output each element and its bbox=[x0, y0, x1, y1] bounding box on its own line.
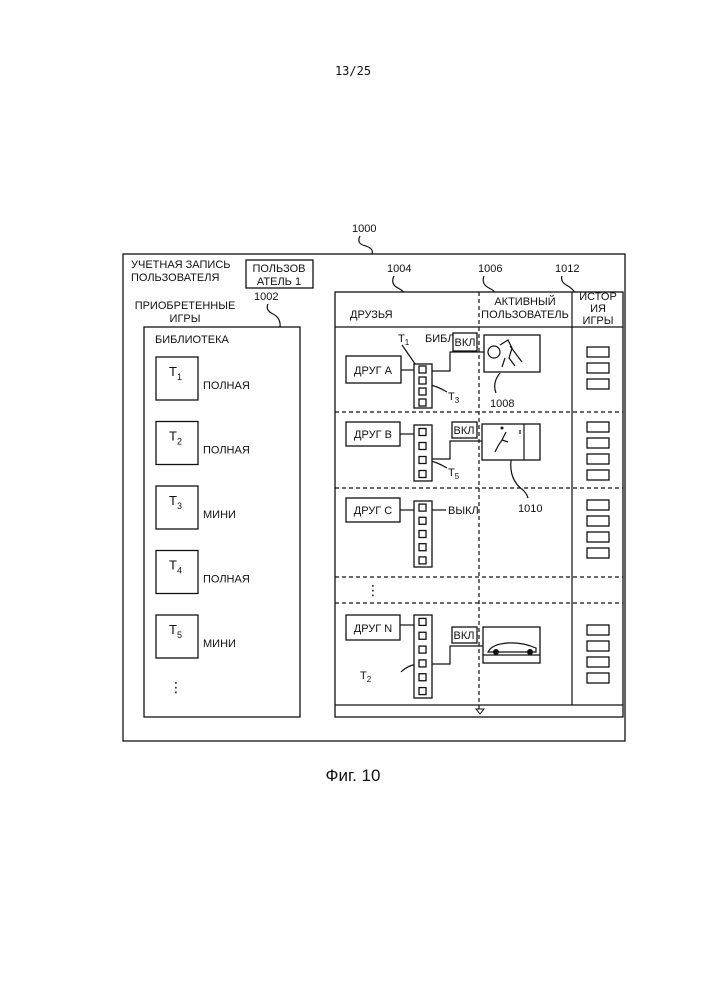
library-slot[interactable] bbox=[419, 557, 426, 564]
ref-1004: 1004 bbox=[387, 263, 411, 275]
col-history-1: ИСТОР bbox=[579, 291, 617, 303]
history-entry[interactable] bbox=[587, 470, 609, 480]
page-number: 13/25 bbox=[335, 64, 371, 78]
leader-1000 bbox=[359, 236, 373, 254]
game-image-basketball bbox=[482, 424, 540, 460]
library-slot[interactable] bbox=[419, 632, 426, 639]
library-slot[interactable] bbox=[419, 618, 426, 625]
friend-library-strip bbox=[414, 501, 432, 567]
history-entry[interactable] bbox=[587, 657, 609, 667]
library-slot[interactable] bbox=[419, 688, 426, 695]
library-slot[interactable] bbox=[419, 457, 426, 464]
library-slot[interactable] bbox=[419, 674, 426, 681]
user-label-2: АТЕЛЬ 1 bbox=[257, 276, 301, 288]
status-b: ВКЛ bbox=[454, 425, 475, 437]
library-slot[interactable] bbox=[419, 388, 426, 395]
history-entry[interactable] bbox=[587, 438, 609, 448]
history-entry[interactable] bbox=[587, 625, 609, 635]
user-label-1: ПОЛЬЗОВ bbox=[252, 263, 305, 275]
col-history-3: ИГРЫ bbox=[583, 315, 614, 327]
library-slot[interactable] bbox=[419, 646, 426, 653]
tile-type: МИНИ bbox=[203, 509, 236, 521]
ref-1006: 1006 bbox=[478, 263, 502, 275]
status-n: ВКЛ bbox=[454, 630, 475, 642]
history-entry[interactable] bbox=[587, 379, 609, 389]
tile-type: МИНИ bbox=[203, 638, 236, 650]
library-more: ⋮ bbox=[169, 679, 183, 695]
purchased-title-2: ИГРЫ bbox=[170, 313, 201, 325]
ref-1000: 1000 bbox=[352, 223, 376, 235]
friend-a-name: ДРУГ А bbox=[354, 365, 393, 377]
account-label-1: УЧЕТНАЯ ЗАПИСЬ bbox=[131, 259, 231, 271]
col-friends: ДРУЗЬЯ bbox=[350, 309, 393, 321]
library-label: БИБЛИОТЕКА bbox=[155, 334, 229, 346]
col-active-1: АКТИВНЫЙ bbox=[494, 295, 555, 308]
library-slot[interactable] bbox=[419, 517, 426, 524]
library-slot[interactable] bbox=[419, 660, 426, 667]
history-entry[interactable] bbox=[587, 516, 609, 526]
history-entry[interactable] bbox=[587, 500, 609, 510]
friend-library-strip bbox=[414, 615, 432, 698]
history-entry[interactable] bbox=[587, 454, 609, 464]
ref-1012: 1012 bbox=[555, 263, 579, 275]
history-entry[interactable] bbox=[587, 363, 609, 373]
history-entry[interactable] bbox=[587, 548, 609, 558]
library-slot[interactable] bbox=[419, 531, 426, 538]
library-slot[interactable] bbox=[419, 399, 426, 406]
ref-1008: 1008 bbox=[490, 398, 514, 410]
library-slot[interactable] bbox=[419, 366, 426, 373]
ref-1010: 1010 bbox=[518, 503, 542, 515]
friend-b-name: ДРУГ В bbox=[354, 429, 392, 441]
tile-type: ПОЛНАЯ bbox=[203, 380, 250, 392]
status-a: ВКЛ bbox=[455, 337, 476, 349]
friend-n-name: ДРУГ N bbox=[354, 623, 393, 635]
col-history-2: ИЯ bbox=[590, 303, 606, 315]
library-slot[interactable] bbox=[419, 544, 426, 551]
library-slot[interactable] bbox=[419, 504, 426, 511]
tile-type: ПОЛНАЯ bbox=[203, 574, 250, 586]
history-entry[interactable] bbox=[587, 347, 609, 357]
user-button[interactable]: ПОЛЬЗОВ АТЕЛЬ 1 bbox=[246, 260, 313, 288]
figure-caption: Фиг. 10 bbox=[326, 766, 381, 785]
library-slot[interactable] bbox=[419, 443, 426, 450]
status-c: ВЫКЛ bbox=[448, 505, 479, 517]
col-active-2: ПОЛЬЗОВАТЕЛЬ bbox=[481, 309, 569, 321]
friend-library-strip bbox=[414, 364, 432, 408]
game-image-warrior bbox=[484, 335, 540, 372]
friend-library-strip bbox=[414, 425, 432, 481]
library-slot[interactable] bbox=[419, 377, 426, 384]
library-slot[interactable] bbox=[419, 429, 426, 436]
friend-c-name: ДРУГ С bbox=[354, 505, 393, 517]
friends-more: ⋮ bbox=[366, 582, 380, 598]
ref-1002: 1002 bbox=[254, 291, 278, 303]
history-entry[interactable] bbox=[587, 422, 609, 432]
history-entry[interactable] bbox=[587, 641, 609, 651]
account-label-2: ПОЛЬЗОВАТЕЛЯ bbox=[131, 272, 219, 284]
history-entry[interactable] bbox=[587, 532, 609, 542]
tile-type: ПОЛНАЯ bbox=[203, 445, 250, 457]
history-entry[interactable] bbox=[587, 673, 609, 683]
library-slot[interactable] bbox=[419, 471, 426, 478]
purchased-title-1: ПРИОБРЕТЕННЫЕ bbox=[135, 300, 236, 312]
